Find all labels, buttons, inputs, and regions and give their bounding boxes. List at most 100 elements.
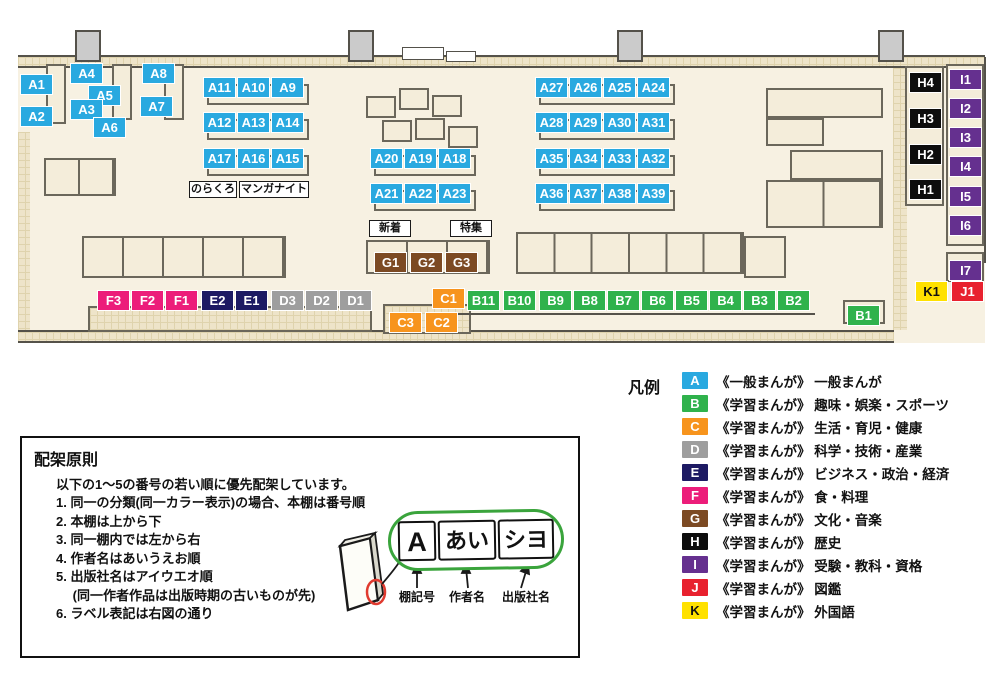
legend-label-E: 《学習まんが》 ビジネス・政治・経済 <box>716 466 950 482</box>
shelf-label-A20: A20 <box>370 148 403 169</box>
shelf-label-B2: B2 <box>777 290 810 311</box>
legend-color-chip-F: F <box>682 487 708 504</box>
shelf-label-B6: B6 <box>641 290 674 311</box>
shelf-label-A29: A29 <box>569 112 602 133</box>
shelf-label-B1: B1 <box>847 305 880 326</box>
shelf-label-F3: F3 <box>97 290 130 311</box>
shelf-label-I3: I3 <box>949 127 982 148</box>
legend-color-chip-E: E <box>682 464 708 481</box>
map-shelf <box>44 158 116 196</box>
shelf-label-A19: A19 <box>404 148 437 169</box>
legend-row-B: B《学習まんが》 趣味・娯楽・スポーツ <box>682 395 949 413</box>
legend-label-G: 《学習まんが》 文化・音楽 <box>716 512 882 528</box>
map-shelf <box>382 120 412 142</box>
shelf-label-A13: A13 <box>237 112 270 133</box>
shelf-label-H3: H3 <box>909 108 942 129</box>
shelf-label-B10: B10 <box>503 290 536 311</box>
shelf-label-A34: A34 <box>569 148 602 169</box>
shelf-label-E2: E2 <box>201 290 234 311</box>
shelf-label-A4: A4 <box>70 63 103 84</box>
shelf-label-A6: A6 <box>93 117 126 138</box>
legend-color-chip-D: D <box>682 441 708 458</box>
legend-color-chip-H: H <box>682 533 708 550</box>
shelf-label-H1: H1 <box>909 179 942 200</box>
shelf-label-A30: A30 <box>603 112 636 133</box>
pillar <box>348 30 374 62</box>
shelf-label-B8: B8 <box>573 290 606 311</box>
map-shelf <box>366 96 396 118</box>
shelf-label-H2: H2 <box>909 144 942 165</box>
shelf-label-I1: I1 <box>949 69 982 90</box>
sign-label-1: マンガナイト <box>239 181 309 198</box>
sign-label-0: のらくろ <box>189 181 237 198</box>
map-structure <box>18 66 985 68</box>
principles-intro: 以下の1〜5の番号の若い順に優先配架しています。 <box>56 477 355 492</box>
map-shelf <box>766 180 883 228</box>
map-structure <box>455 313 815 315</box>
map-shelf <box>415 118 445 140</box>
shelf-label-A24: A24 <box>637 77 670 98</box>
shelf-label-A23: A23 <box>438 183 471 204</box>
legend-label-I: 《学習まんが》 受験・教科・資格 <box>716 558 923 574</box>
legend-label-K: 《学習まんが》 外国語 <box>716 604 855 620</box>
shelf-label-A14: A14 <box>271 112 304 133</box>
label-sample: A あい シヨ <box>387 508 565 572</box>
shelf-label-A8: A8 <box>142 63 175 84</box>
shelf-label-E1: E1 <box>235 290 268 311</box>
shelf-label-K1: K1 <box>915 281 948 302</box>
shelf-label-I4: I4 <box>949 156 982 177</box>
sign-label-2: 新着 <box>369 220 411 237</box>
shelf-label-A11: A11 <box>203 77 236 98</box>
shelf-label-A18: A18 <box>438 148 471 169</box>
shelf-label-A3: A3 <box>70 99 103 120</box>
legend-row-F: F《学習まんが》 食・料理 <box>682 487 949 505</box>
map-structure <box>18 55 985 57</box>
shelf-label-G2: G2 <box>410 252 443 273</box>
legend-color-chip-C: C <box>682 418 708 435</box>
shelf-label-A39: A39 <box>637 183 670 204</box>
shelf-label-A12: A12 <box>203 112 236 133</box>
legend-color-chip-A: A <box>682 372 708 389</box>
shelf-label-C2: C2 <box>425 312 458 333</box>
legend-color-chip-J: J <box>682 579 708 596</box>
shelf-label-A21: A21 <box>370 183 403 204</box>
map-structure <box>984 57 986 263</box>
shelf-label-H4: H4 <box>909 72 942 93</box>
shelf-label-A26: A26 <box>569 77 602 98</box>
shelf-label-A38: A38 <box>603 183 636 204</box>
map-structure <box>88 306 372 332</box>
map-shelf <box>790 150 883 180</box>
shelf-label-A9: A9 <box>271 77 304 98</box>
shelving-principles-panel: 配架原則 以下の1〜5の番号の若い順に優先配架しています。 1. 同一の分類(同… <box>20 436 580 658</box>
shelf-label-C3: C3 <box>389 312 422 333</box>
map-structure <box>446 51 476 62</box>
legend-color-chip-G: G <box>682 510 708 527</box>
shelf-label-I5: I5 <box>949 186 982 207</box>
pillar <box>75 30 101 62</box>
shelf-label-A25: A25 <box>603 77 636 98</box>
shelf-label-B9: B9 <box>539 290 572 311</box>
map-shelf <box>766 88 883 118</box>
shelf-label-D3: D3 <box>271 290 304 311</box>
principles-item-0: 1. 同一の分類(同一カラー表示)の場合、本棚は番号順 <box>56 495 366 510</box>
sign-label-3: 特集 <box>450 220 492 237</box>
shelf-label-A2: A2 <box>20 106 53 127</box>
shelf-label-A17: A17 <box>203 148 236 169</box>
principles-item-6: 6. ラベル表記は右図の通り <box>56 606 214 621</box>
principles-item-1: 2. 本棚は上から下 <box>56 513 162 529</box>
shelf-label-F2: F2 <box>131 290 164 311</box>
shelf-label-A33: A33 <box>603 148 636 169</box>
shelf-label-I6: I6 <box>949 215 982 236</box>
legend-row-K: K《学習まんが》 外国語 <box>682 602 949 620</box>
map-structure <box>402 47 444 60</box>
legend-label-H: 《学習まんが》 歴史 <box>716 535 842 551</box>
shelf-label-B5: B5 <box>675 290 708 311</box>
shelf-label-A7: A7 <box>140 96 173 117</box>
legend-title: 凡例 <box>628 380 661 397</box>
map-structure <box>18 57 985 66</box>
legend-row-J: J《学習まんが》 図鑑 <box>682 579 949 597</box>
shelf-label-B4: B4 <box>709 290 742 311</box>
